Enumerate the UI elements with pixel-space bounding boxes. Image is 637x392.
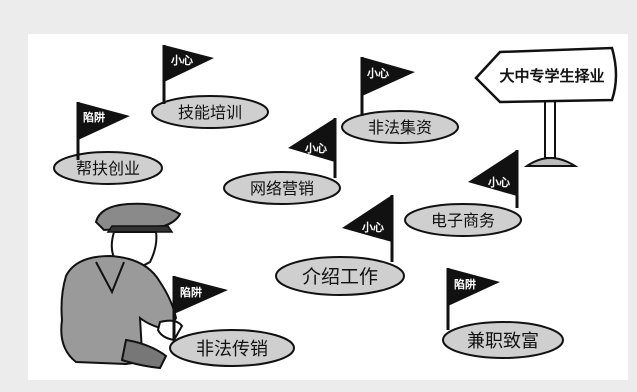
pad-jianzhi	[442, 321, 564, 359]
warning-item-dianzi: 电子商务 小心	[404, 150, 522, 237]
flag-label-jineng: 小心	[170, 53, 193, 67]
pad-wangluo	[223, 171, 341, 205]
pad-label-jieshao: 介绍工作	[302, 266, 378, 288]
flag-label-feifa-ji: 小心	[366, 66, 389, 80]
warning-flag-dianzi	[468, 150, 517, 196]
flag-label-feifa-cx: 陷阱	[180, 285, 202, 299]
warning-flag-jineng	[164, 45, 214, 82]
pad-dianzi	[404, 203, 522, 237]
warning-item-jineng: 技能培训 小心	[151, 45, 269, 129]
flag-label-dianzi: 小心	[487, 175, 510, 189]
warning-flag-wangluo	[288, 118, 335, 162]
signpost-label: 大中专学生择业	[499, 67, 604, 85]
pad-label-wangluo: 网络营销	[250, 179, 314, 198]
soldier-figure	[60, 202, 184, 370]
flag-label-bangfu: 陷阱	[83, 110, 105, 124]
warning-item-bangfu: 帮扶创业 陷阱	[53, 102, 163, 185]
flag-label-jieshao: 小心	[361, 220, 384, 234]
warning-item-wangluo: 网络营销 小心	[223, 118, 341, 205]
warning-flag-jieshao	[342, 195, 392, 242]
warning-item-jianzhi: 兼职致富 陷阱	[442, 268, 564, 359]
pad-label-feifa-cx: 非法传销	[196, 339, 268, 360]
signpost: 大中专学生择业	[474, 46, 618, 167]
pad-jineng	[151, 95, 269, 129]
warning-flag-jianzhi	[448, 268, 500, 306]
pad-feifa-ji	[341, 110, 459, 144]
warning-flag-feifa-cx	[174, 276, 228, 314]
pad-bangfu	[53, 151, 163, 185]
pad-label-dianzi: 电子商务	[431, 211, 495, 230]
pad-feifa-cx	[169, 329, 295, 367]
warning-item-feifa-ji: 非法集资 小心	[341, 57, 459, 144]
flag-label-jianzhi: 陷阱	[454, 277, 476, 291]
warning-flag-bangfu	[78, 102, 130, 140]
warning-flag-feifa-ji	[362, 57, 415, 96]
pad-label-jianzhi: 兼职致富	[467, 331, 539, 352]
pad-jieshao	[275, 256, 405, 296]
flag-label-wangluo: 小心	[304, 141, 327, 155]
warning-item-feifa-cx: 非法传销 陷阱	[169, 276, 295, 367]
pad-label-feifa-ji: 非法集资	[368, 118, 432, 137]
warning-item-jieshao: 介绍工作 小心	[275, 195, 405, 296]
pad-label-bangfu: 帮扶创业	[76, 159, 140, 178]
pad-label-jineng: 技能培训	[178, 103, 242, 122]
